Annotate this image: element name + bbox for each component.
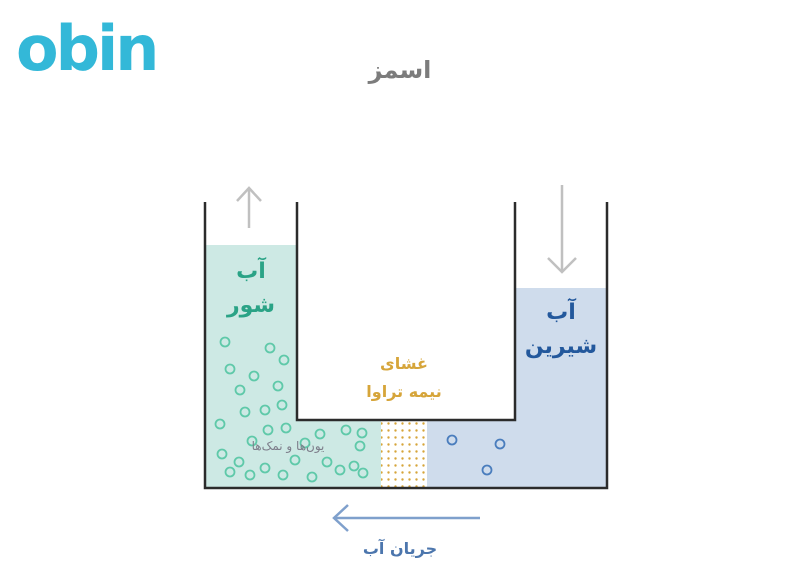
fresh-water-fill: [515, 288, 607, 488]
salt-water-label-line2: شور: [226, 293, 276, 318]
salt-particle: [248, 370, 260, 382]
salt-particle: [214, 418, 226, 430]
salt-particle: [321, 456, 333, 468]
salt-particle: [334, 464, 346, 476]
fresh-particle: [494, 438, 506, 450]
page-title: اسمز: [368, 56, 432, 84]
salt-particles: [214, 336, 369, 483]
salt-particle: [356, 427, 368, 439]
fresh-particle: [446, 434, 458, 446]
salt-particle: [276, 399, 288, 411]
salt-water-fill: [205, 245, 297, 488]
fresh-water-label-line1: آب: [546, 300, 576, 325]
fresh-water-label: آب شیرین: [515, 296, 607, 364]
salt-particle: [216, 448, 228, 460]
salt-particle: [259, 404, 271, 416]
salt-particle: [239, 406, 251, 418]
salt-particle: [233, 456, 245, 468]
membrane-label-line1: غشای: [380, 354, 428, 373]
salt-water-label-line1: آب: [236, 259, 266, 284]
semipermeable-membrane: [381, 420, 427, 488]
membrane-label: غشای نیمه تراوا: [330, 350, 478, 406]
salt-particle: [272, 380, 284, 392]
u-tube-container: [203, 202, 609, 490]
salt-particle: [246, 435, 258, 447]
brand-logo: obin: [16, 12, 159, 82]
up-arrow-icon: [236, 186, 262, 228]
salt-particle: [289, 454, 301, 466]
salt-particle: [259, 462, 271, 474]
logo-text: obin: [16, 12, 156, 82]
down-arrow-icon: [547, 185, 577, 274]
salt-particle: [348, 460, 360, 472]
salt-particle: [354, 440, 366, 452]
salt-particle: [262, 424, 274, 436]
salt-particle: [340, 424, 352, 436]
fresh-particles: [446, 434, 506, 476]
ions-salts-label: یون‌ها و نمک‌ها: [251, 439, 325, 453]
salt-particle: [244, 469, 256, 481]
salt-particle: [278, 354, 290, 366]
salt-particle: [224, 363, 236, 375]
salt-water-label: آب شور: [205, 255, 297, 323]
salt-particle: [306, 471, 318, 483]
fresh-particle: [481, 464, 493, 476]
membrane-label-line2: نیمه تراوا: [366, 382, 442, 401]
fresh-water-bottom-fill: [427, 420, 515, 488]
salt-water-bottom-fill: [297, 420, 381, 488]
water-flow-label: جریان آب: [362, 539, 438, 558]
salt-particle: [224, 466, 236, 478]
fresh-water-label-line2: شیرین: [524, 334, 598, 359]
salt-particle: [299, 437, 311, 449]
salt-particle: [264, 342, 276, 354]
salt-particle: [357, 467, 369, 479]
salt-particle: [314, 428, 326, 440]
salt-particle: [280, 422, 292, 434]
salt-particle: [234, 384, 246, 396]
salt-particle: [219, 336, 231, 348]
salt-particle: [277, 469, 289, 481]
left-arrow-icon: [332, 504, 480, 532]
